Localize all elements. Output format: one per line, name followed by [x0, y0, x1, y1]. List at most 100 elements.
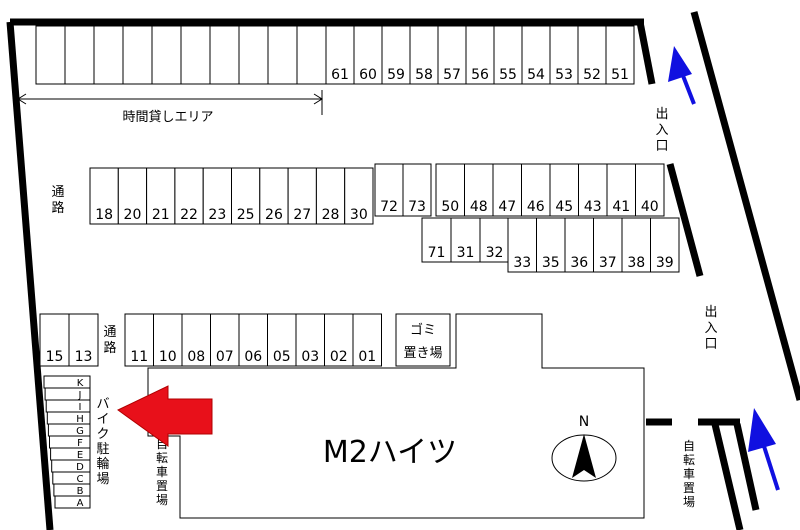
svg-text:口: 口	[704, 337, 717, 352]
parking-space-58: 58	[409, 25, 439, 85]
svg-text:バ: バ	[96, 397, 109, 412]
parking-space-54: 54	[521, 25, 551, 85]
parking-space-05: 05	[267, 313, 297, 367]
parking-space-31: 31	[450, 217, 481, 263]
hourly-slot	[296, 25, 327, 85]
svg-text:置: 置	[156, 479, 168, 493]
svg-text:61: 61	[331, 67, 349, 83]
svg-text:J: J	[78, 390, 82, 401]
svg-text:31: 31	[457, 245, 475, 261]
svg-text:11: 11	[130, 349, 148, 365]
svg-text:27: 27	[293, 207, 311, 223]
parking-space-35: 35	[536, 217, 566, 273]
bike-slot-I: I	[45, 399, 91, 413]
parking-space-11: 11	[124, 313, 154, 367]
svg-text:47: 47	[498, 199, 516, 215]
hourly-slot	[209, 25, 240, 85]
svg-text:車: 車	[156, 465, 168, 479]
parking-space-25: 25	[231, 167, 261, 225]
parking-space-22: 22	[174, 167, 204, 225]
parking-space-60: 60	[353, 25, 383, 85]
parking-space-59: 59	[381, 25, 411, 85]
parking-space-56: 56	[465, 25, 495, 85]
parking-space-27: 27	[287, 167, 317, 225]
parking-space-53: 53	[549, 25, 579, 85]
svg-text:出: 出	[655, 107, 668, 122]
svg-text:28: 28	[322, 207, 340, 223]
svg-text:57: 57	[443, 67, 461, 83]
hourly-area-arrow-right	[313, 93, 323, 105]
bike-slot-J: J	[44, 387, 91, 401]
svg-text:置: 置	[683, 481, 695, 495]
svg-text:36: 36	[570, 255, 588, 271]
svg-text:場: 場	[96, 472, 109, 487]
garbage-label-2: 置き場	[403, 346, 442, 361]
parking-space-08: 08	[181, 313, 211, 367]
bike-slot-C: C	[52, 471, 91, 485]
parking-space-28: 28	[315, 167, 346, 225]
hourly-slot	[93, 25, 124, 85]
passage-label-mid: 通路	[103, 325, 116, 356]
bike-slot-B: B	[53, 483, 91, 497]
svg-text:F: F	[77, 438, 83, 449]
svg-text:出: 出	[704, 305, 717, 320]
bike-slot-D: D	[51, 459, 91, 473]
garbage-area	[395, 313, 451, 367]
svg-text:02: 02	[330, 349, 348, 365]
svg-text:26: 26	[265, 207, 283, 223]
passage-label-left: 通路	[51, 185, 64, 216]
svg-text:18: 18	[95, 207, 113, 223]
parking-space-38: 38	[621, 217, 651, 273]
svg-text:駐: 駐	[96, 442, 109, 457]
svg-text:50: 50	[441, 199, 459, 215]
svg-text:E: E	[77, 450, 83, 461]
parking-space-51: 51	[605, 25, 635, 85]
svg-text:I: I	[79, 402, 82, 413]
bike-slot-H: H	[46, 411, 91, 425]
north-label: N	[579, 414, 589, 430]
svg-text:71: 71	[428, 245, 446, 261]
parking-space-47: 47	[492, 163, 522, 217]
svg-text:A: A	[77, 498, 84, 509]
svg-text:03: 03	[301, 349, 319, 365]
parking-space-40: 40	[635, 163, 665, 217]
svg-text:40: 40	[641, 199, 659, 215]
parking-space-72: 72	[374, 163, 404, 217]
parking-space-32: 32	[479, 217, 510, 263]
parking-space-71: 71	[421, 217, 452, 263]
svg-text:54: 54	[527, 67, 545, 83]
svg-text:22: 22	[180, 207, 198, 223]
parking-space-48: 48	[464, 163, 494, 217]
svg-text:場: 場	[683, 495, 695, 509]
svg-text:15: 15	[46, 349, 64, 365]
svg-text:72: 72	[380, 199, 398, 215]
svg-text:転: 転	[156, 451, 168, 465]
svg-text:ク: ク	[96, 427, 109, 442]
svg-text:D: D	[76, 462, 84, 473]
svg-text:場: 場	[156, 493, 168, 507]
svg-text:20: 20	[124, 207, 142, 223]
parking-space-55: 55	[493, 25, 523, 85]
svg-text:59: 59	[387, 67, 405, 83]
svg-text:H: H	[76, 414, 84, 425]
svg-text:21: 21	[152, 207, 170, 223]
svg-text:37: 37	[599, 255, 617, 271]
svg-text:51: 51	[611, 67, 629, 83]
svg-text:路: 路	[51, 200, 64, 216]
parking-space-13: 13	[68, 313, 99, 367]
hourly-slot	[238, 25, 269, 85]
parking-space-21: 21	[146, 167, 176, 225]
parking-space-30: 30	[344, 167, 374, 225]
